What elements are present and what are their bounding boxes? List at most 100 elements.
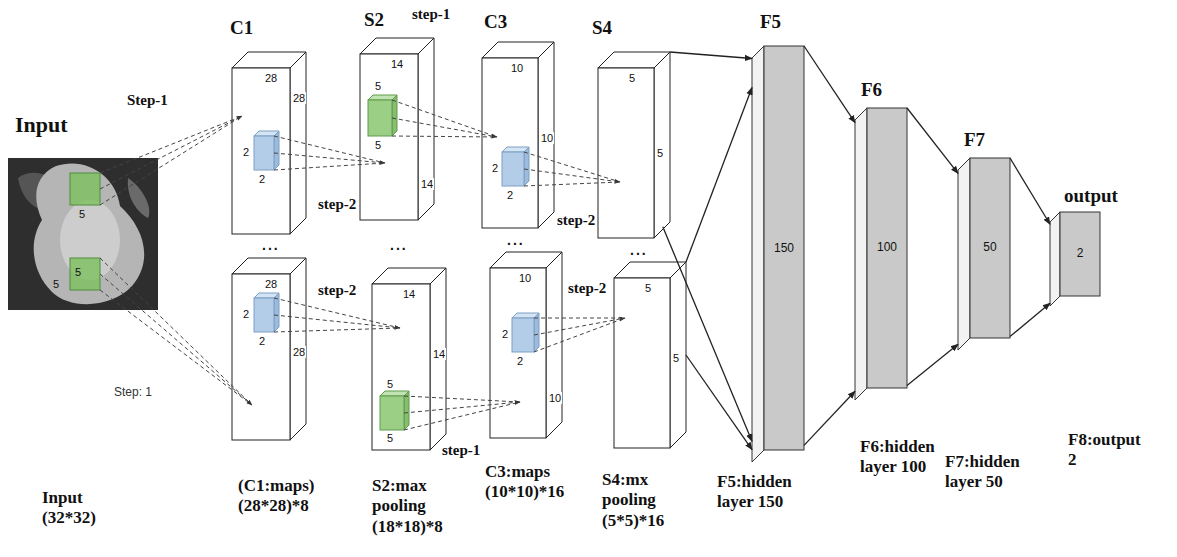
feature-map: 28 28 2 2 <box>232 258 306 440</box>
pooling-map: S455 <box>598 52 670 238</box>
layer-caption: (C1:maps) (28*28)*8 <box>238 476 338 517</box>
kernel-patch <box>254 298 274 332</box>
layer-caption: F7:hidden layer 50 <box>945 452 1025 493</box>
layer-name: C3 <box>484 12 507 33</box>
connector-line <box>686 355 752 450</box>
map-size: 28 <box>264 278 278 290</box>
map-size: 5 <box>656 147 664 159</box>
map-face <box>290 52 306 234</box>
map-face <box>360 54 418 220</box>
stride-label: step-2 <box>316 196 358 213</box>
layer-caption: Input (32*32) <box>42 488 122 529</box>
layer-face <box>958 158 970 350</box>
receptive-field <box>70 258 100 290</box>
dense-layer: F6100 <box>855 108 907 400</box>
map-face <box>546 252 562 438</box>
connector-line <box>804 46 855 123</box>
map-size: 28 <box>292 346 306 358</box>
connector-line <box>1010 158 1050 224</box>
layer-face <box>1060 212 1100 296</box>
dense-layer: F5150 <box>752 46 804 462</box>
kernel-size: 5 <box>374 80 382 92</box>
map-size: 14 <box>402 288 416 300</box>
connector-arrow <box>907 108 958 385</box>
kernel-patch <box>368 100 392 136</box>
layer-face <box>867 108 907 388</box>
layer-name: output <box>1064 186 1118 207</box>
stride-label: Step: 1 <box>112 386 154 400</box>
connector-arrow <box>1010 158 1050 337</box>
kernel-size: 2 <box>242 146 250 158</box>
kernel-size: 2 <box>242 308 250 320</box>
layer-face <box>1050 212 1060 306</box>
map-size: 10 <box>540 132 554 144</box>
stride-label: step-2 <box>566 280 608 297</box>
map-size: 10 <box>518 272 532 284</box>
projection-lines <box>100 258 252 405</box>
map-size: 14 <box>432 348 446 360</box>
kernel-size: 2 <box>491 162 499 174</box>
layer-caption: F8:output 2 <box>1068 430 1153 471</box>
unit-count: 2 <box>1077 247 1084 260</box>
kernel-patch <box>404 391 409 430</box>
kernel-size: 5 <box>52 278 60 290</box>
stride-label: step-1 <box>440 442 482 459</box>
map-size: 5 <box>644 282 652 294</box>
map-size: 5 <box>672 352 680 364</box>
layer-face <box>970 158 1010 338</box>
layer-name: F6 <box>861 80 882 101</box>
connector-line <box>686 88 752 262</box>
connector-line <box>907 108 958 173</box>
map-face <box>482 58 538 228</box>
layer-name: F7 <box>964 130 985 151</box>
ellipsis: ... <box>507 233 525 247</box>
connector-line <box>804 391 855 445</box>
connector-line <box>670 52 752 58</box>
stride-label: step-2 <box>316 282 358 299</box>
kernel-size: 5 <box>386 432 394 444</box>
map-face <box>598 68 654 238</box>
layer-name: S2 <box>364 10 384 31</box>
map-face <box>232 274 290 440</box>
projection-line <box>100 116 242 173</box>
kernel-size: 2 <box>501 328 509 340</box>
layer-face <box>855 108 867 400</box>
scan-image <box>34 163 144 304</box>
ellipsis: ... <box>262 238 280 252</box>
map-face <box>538 42 554 228</box>
unit-count: 150 <box>774 242 794 255</box>
map-size: 14 <box>420 178 434 190</box>
output-layer: output2 <box>1050 212 1100 306</box>
feature-map: C1282822 <box>232 52 306 234</box>
scan-image <box>128 178 150 218</box>
map-face <box>430 268 446 450</box>
layer-caption: C3:maps (10*10)*16 <box>485 462 580 503</box>
layer-name: F5 <box>760 12 781 33</box>
kernel-patch <box>534 313 539 352</box>
map-face <box>372 284 430 450</box>
layer-name: Input <box>15 113 68 137</box>
map-face <box>418 38 434 220</box>
feature-map: C3101022 <box>482 42 554 228</box>
projection-line <box>100 274 252 405</box>
kernel-patch <box>274 131 279 170</box>
layer-face <box>764 46 804 450</box>
input-image: Input555 <box>8 158 158 310</box>
connector-line <box>1010 303 1050 336</box>
map-size: 14 <box>390 58 404 70</box>
image-shape <box>8 158 158 310</box>
kernel-size: 2 <box>258 335 266 347</box>
pooling-map: 14 14 5 5 <box>372 268 446 450</box>
kernel-size: 2 <box>506 189 514 201</box>
unit-count: 50 <box>983 241 996 254</box>
kernel-size: 5 <box>74 266 82 278</box>
kernel-patch <box>254 136 274 170</box>
layer-name: S4 <box>592 18 612 39</box>
map-face <box>614 278 670 448</box>
kernel-size: 5 <box>386 378 394 390</box>
stride-label: step-1 <box>410 6 452 23</box>
layer-name: C1 <box>230 18 253 39</box>
map-size: 10 <box>548 392 562 404</box>
kernel-size: 2 <box>258 173 266 185</box>
